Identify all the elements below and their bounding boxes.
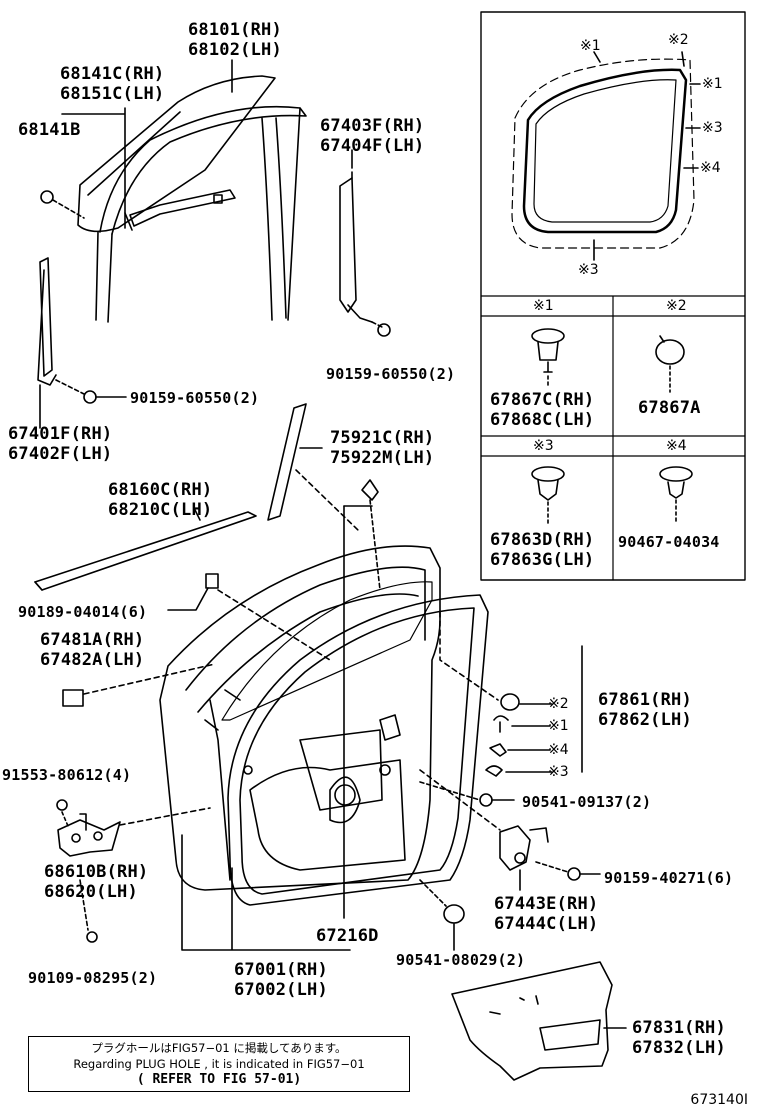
door-glass-drawing bbox=[77, 75, 276, 233]
label-67831: 67831(RH) bbox=[632, 1018, 726, 1038]
label-90541-08029: 90541-08029(2) bbox=[396, 951, 526, 969]
label-67401f: 67401F(RH) bbox=[8, 424, 113, 444]
pillar-garnish-drawing bbox=[267, 403, 361, 533]
division-bar-front-drawing bbox=[339, 171, 391, 337]
inset-part-67863d: 67863D(RH) bbox=[490, 530, 595, 550]
label-90159-60550-left: 90159-60550(2) bbox=[130, 389, 260, 407]
label-90189-04014: 90189-04014(6) bbox=[18, 603, 148, 621]
inset-mark-1-top: ※1 bbox=[580, 38, 601, 54]
callout-mark-1: ※1 bbox=[548, 718, 569, 734]
label-68620: 68620(LH) bbox=[44, 882, 138, 902]
clip-90189-drawing bbox=[167, 573, 331, 661]
label-67481a: 67481A(RH) bbox=[40, 630, 145, 650]
label-67002: 67002(LH) bbox=[234, 980, 328, 1000]
label-67861: 67861(RH) bbox=[598, 690, 692, 710]
label-90159-60550-right: 90159-60550(2) bbox=[326, 365, 456, 383]
label-67832: 67832(LH) bbox=[632, 1038, 726, 1058]
door-lock-drawing bbox=[419, 769, 601, 891]
label-67402f: 67402F(LH) bbox=[8, 444, 113, 464]
label-68141b: 68141B bbox=[18, 120, 81, 140]
plug-67481a-drawing bbox=[62, 663, 216, 707]
regulator-bracket-drawing bbox=[124, 189, 236, 231]
inset-part-67867c: 67867C(RH) bbox=[490, 390, 595, 410]
label-91553-80612: 91553-80612(4) bbox=[2, 766, 132, 784]
label-75922m: 75922M(LH) bbox=[330, 448, 435, 468]
label-67862: 67862(LH) bbox=[598, 710, 692, 730]
label-68102: 68102(LH) bbox=[188, 40, 282, 60]
clip-90541-09137-drawing bbox=[419, 781, 515, 807]
callout-mark-2: ※2 bbox=[548, 696, 569, 712]
inset-header-3: ※3 bbox=[533, 438, 554, 454]
label-68610b: 68610B(RH) bbox=[44, 862, 149, 882]
label-68141c: 68141C(RH) bbox=[60, 64, 165, 84]
inset-part-67863g: 67863G(LH) bbox=[490, 550, 595, 570]
label-68160c: 68160C(RH) bbox=[108, 480, 213, 500]
label-90541-09137: 90541-09137(2) bbox=[522, 793, 652, 811]
label-67001: 67001(RH) bbox=[234, 960, 328, 980]
inset-weatherstrip-drawing bbox=[511, 51, 701, 261]
label-90159-40271: 90159-40271(6) bbox=[604, 869, 734, 887]
inset-mark-2: ※2 bbox=[668, 32, 689, 48]
inset-part-90467-04034: 90467-04034 bbox=[618, 533, 720, 551]
label-68151c: 68151C(LH) bbox=[60, 84, 165, 104]
inset-part-67868c: 67868C(LH) bbox=[490, 410, 595, 430]
label-90109-08295: 90109-08295(2) bbox=[28, 969, 158, 987]
label-67443e: 67443E(RH) bbox=[494, 894, 599, 914]
belt-molding-drawing bbox=[34, 509, 257, 591]
note-box: プラグホールはFIG57−01 に掲載してあります。 Regarding PLU… bbox=[28, 1036, 410, 1092]
clip-group-drawing bbox=[439, 611, 583, 777]
glass-run-drawing bbox=[95, 105, 307, 323]
label-68101: 68101(RH) bbox=[188, 20, 282, 40]
door-weatherstrip-drawing bbox=[227, 594, 489, 906]
label-67216d: 67216D bbox=[316, 926, 379, 946]
rod-67216d-drawing bbox=[343, 479, 381, 919]
note-line-english: Regarding PLUG HOLE , it is indicated in… bbox=[73, 1057, 365, 1071]
label-68210c: 68210C(LH) bbox=[108, 500, 213, 520]
inset-mark-4: ※4 bbox=[700, 160, 721, 176]
hole-cover-drawing bbox=[451, 961, 627, 1081]
label-67482a: 67482A(LH) bbox=[40, 650, 145, 670]
note-refer-link: ( REFER TO FIG 57-01) bbox=[136, 1072, 302, 1087]
door-hinge-drawing bbox=[56, 799, 211, 943]
inset-clip-icons bbox=[531, 328, 693, 525]
inset-mark-3-bottom: ※3 bbox=[578, 262, 599, 278]
inset-mark-1-right: ※1 bbox=[702, 76, 723, 92]
diagram-id: 673140I bbox=[690, 1092, 748, 1108]
label-67403f: 67403F(RH) bbox=[320, 116, 425, 136]
inset-part-67867a: 67867A bbox=[638, 398, 701, 418]
label-67444c: 67444C(LH) bbox=[494, 914, 599, 934]
note-line-japanese: プラグホールはFIG57−01 に掲載してあります。 bbox=[91, 1041, 347, 1055]
inset-header-2: ※2 bbox=[666, 298, 687, 314]
callout-mark-4: ※4 bbox=[548, 742, 569, 758]
division-bar-rear-drawing bbox=[37, 257, 127, 404]
callout-mark-3: ※3 bbox=[548, 764, 569, 780]
inset-header-1: ※1 bbox=[533, 298, 554, 314]
label-67404f: 67404F(LH) bbox=[320, 136, 425, 156]
label-75921c: 75921C(RH) bbox=[330, 428, 435, 448]
inset-mark-3-right: ※3 bbox=[702, 120, 723, 136]
inset-header-4: ※4 bbox=[666, 438, 687, 454]
clip-90541-08029-drawing bbox=[419, 879, 465, 951]
clip-68141b-drawing bbox=[40, 190, 85, 219]
